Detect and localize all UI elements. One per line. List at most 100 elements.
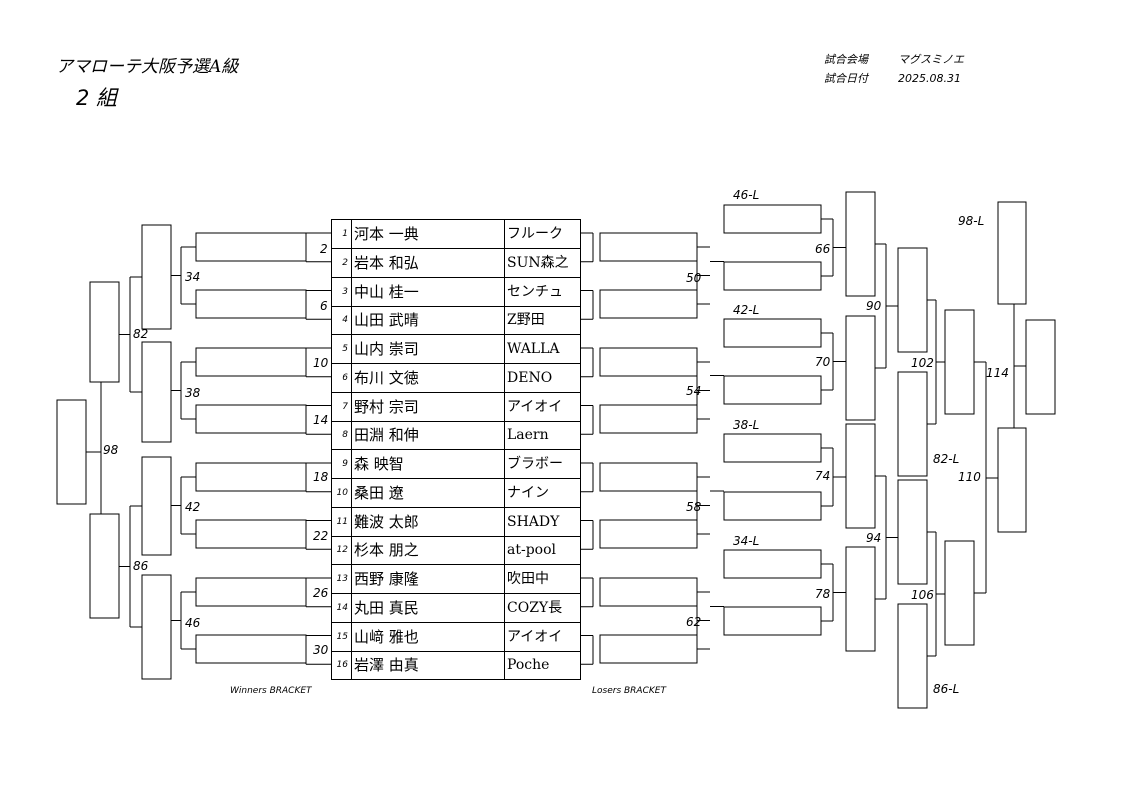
match-label-m14: 14 [313,413,329,427]
player-team: Poche [504,651,580,681]
losers-round1-box [599,347,698,377]
player-team: SUN森之 [504,248,580,277]
match-label-m30: 30 [313,643,329,657]
venue-value: マグスミノエ [898,53,964,66]
player-team: Laern [504,421,580,450]
player-name: 田淵 和伸 [351,421,504,450]
winners-round4-box [89,281,120,383]
match-label-m58: 58 [686,500,702,514]
player-name: 野村 宗司 [351,392,504,421]
losers-round3-box [845,191,876,297]
losers-round1-box [599,634,698,664]
tournament-title: アマローテ大阪予選A級 [56,57,239,77]
winners-round3-box [141,341,172,443]
losers-round2-box [723,491,822,521]
losers-round4-box [897,371,928,477]
player-team: at-pool [504,536,580,565]
player-team: COZY長 [504,593,580,622]
losers-round2-box [723,606,822,636]
losers-round5-box [944,309,975,415]
player-name: 桑田 遼 [351,478,504,507]
player-team: ブラボー [504,450,580,478]
match-label-m66: 66 [815,242,831,256]
player-seed: 13 [336,574,348,584]
winners-round2-box [195,519,307,549]
winners-round3-box [141,224,172,330]
winners-round2-box [195,577,307,607]
winners-final-box [56,399,87,505]
match-label-l34: 34-L [733,534,760,548]
group-label: 2 組 [76,86,118,110]
losers-round3-box [845,423,876,529]
venue-row: 試合会場 マグスミノエ [824,51,964,67]
losers-bracket-caption: Losers BRACKET [592,686,666,696]
match-label-m102: 102 [911,356,934,370]
losers-round4-box [897,479,928,585]
player-seed: 4 [342,315,348,326]
match-label-l38: 38-L [733,418,760,432]
winners-round4-box [89,513,120,619]
match-label-m74: 74 [815,469,831,483]
losers-round1-box [599,577,698,607]
match-label-m70: 70 [815,355,831,369]
player-team: DENO [504,363,580,392]
match-label-m94: 94 [866,531,882,545]
player-seed: 10 [336,487,348,498]
player-name: 丸田 真民 [351,593,504,622]
match-label-m34: 34 [185,270,201,284]
losers-round3-box [845,315,876,421]
player-seed: 11 [336,516,348,527]
losers-round1-box [599,404,698,434]
match-label-m90: 90 [866,299,882,313]
winners-round3-box [141,456,172,556]
player-team: アイオイ [504,392,580,421]
player-name: 難波 太郎 [351,507,504,536]
player-seed: 12 [336,545,348,556]
player-seed: 1 [342,229,348,239]
player-seed: 15 [336,631,348,642]
player-name: 森 映智 [351,450,504,478]
winners-round2-box [195,347,307,377]
player-seed: 8 [342,430,348,441]
match-label-m54: 54 [686,384,702,398]
match-label-l82: 82-L [933,452,960,466]
match-label-m46: 46 [185,616,201,630]
player-name: 西野 康隆 [351,565,504,593]
player-team: アイオイ [504,622,580,651]
match-label-m98: 98 [103,443,119,457]
player-name: 山﨑 雅也 [351,622,504,651]
match-label-l98: 98-L [958,214,985,228]
match-label-m78: 78 [815,587,831,601]
winners-bracket-caption: Winners BRACKET [230,686,312,696]
player-team: センチュ [504,277,580,306]
losers-round2-box [723,375,822,405]
player-team: 吹田中 [504,565,580,593]
match-label-m26: 26 [313,586,329,600]
losers-round2-box [723,318,822,348]
match-label-m6: 6 [320,299,328,313]
player-name: 杉本 朋之 [351,536,504,565]
player-seed: 6 [342,372,348,383]
player-seed: 5 [342,344,348,354]
player-name: 山内 崇司 [351,335,504,363]
player-seed: 7 [342,401,348,412]
match-label-m50: 50 [686,271,702,285]
match-label-m42: 42 [185,500,201,514]
losers-round1-box [599,232,698,262]
player-team: SHADY [504,507,580,536]
player-name: 中山 桂一 [351,277,504,306]
player-name: 河本 一典 [351,220,504,248]
venue-label: 試合会場 [824,53,868,66]
losers-round1-box [599,289,698,319]
match-label-m18: 18 [313,470,329,484]
losers-round2-box [723,433,822,463]
